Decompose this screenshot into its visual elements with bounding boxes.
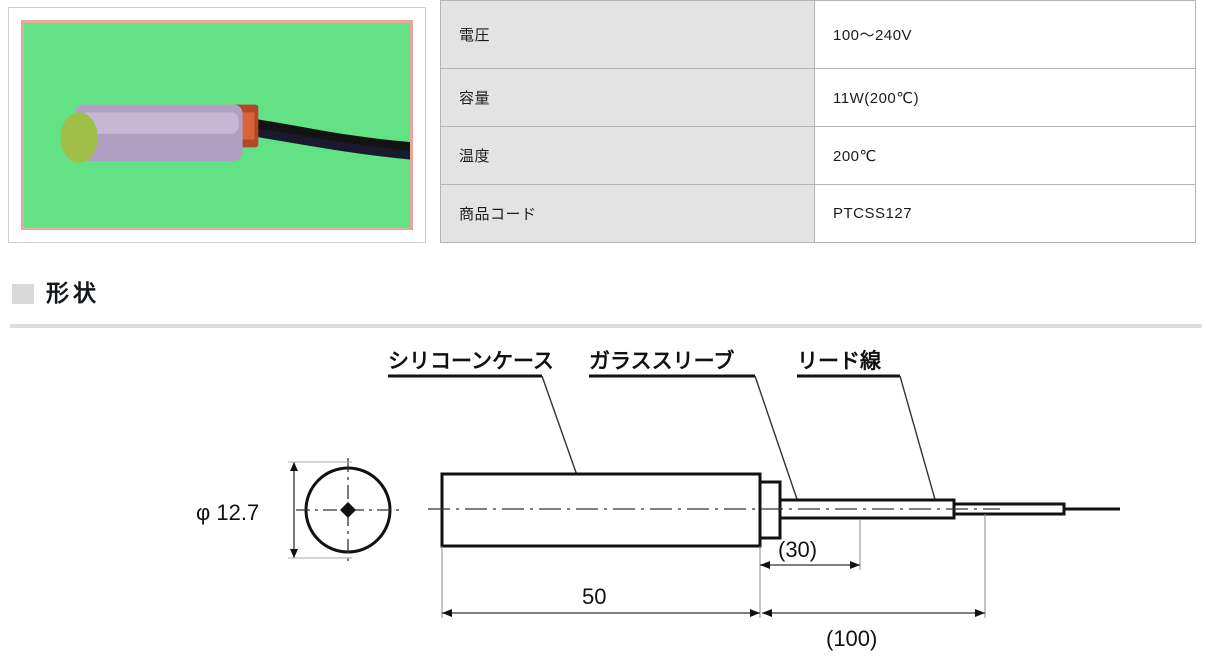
product-photo-illustration xyxy=(24,23,410,227)
photo-tip xyxy=(60,112,98,163)
photo-lead-wire-lower xyxy=(248,127,410,160)
spec-key-product-code: 商品コード xyxy=(440,184,815,243)
callout-label-glass-sleeve: ガラススリーブ xyxy=(589,349,734,373)
table-row: 電圧 100〜240V xyxy=(440,0,1196,69)
specification-table: 電圧 100〜240V 容量 11W(200℃) 温度 200℃ 商品コード P… xyxy=(440,0,1196,243)
diameter-arrow-bottom xyxy=(290,549,298,558)
dim-arrow-30-right xyxy=(850,561,860,569)
callout-label-silicone-case: シリコーンケース xyxy=(388,349,554,373)
technical-drawing: シリコーンケース ガラススリーブ リード線 φ 12.7 (30) xyxy=(196,349,1120,651)
case-flange xyxy=(758,480,782,540)
product-summary-section: 電圧 100〜240V 容量 11W(200℃) 温度 200℃ 商品コード P… xyxy=(0,0,1206,250)
product-photo xyxy=(21,20,413,230)
photo-body-highlight xyxy=(79,112,239,134)
dim-arrow-100-left xyxy=(762,609,772,617)
table-row: 商品コード PTCSS127 xyxy=(440,184,1196,243)
silicone-case-body xyxy=(440,472,762,548)
diameter-dimension-label: φ 12.7 xyxy=(196,500,259,525)
dim-arrow-50-left xyxy=(442,609,452,617)
cross-section-center-hole xyxy=(340,502,356,518)
table-row: 温度 200℃ xyxy=(440,126,1196,185)
dim-arrow-100-right xyxy=(975,609,985,617)
photo-collar-highlight xyxy=(238,112,255,140)
lead-wire-segment xyxy=(952,502,1066,516)
diameter-arrow-top xyxy=(290,462,298,471)
photo-lead-wire-upper xyxy=(247,118,410,153)
spec-key-voltage: 電圧 xyxy=(440,0,815,69)
square-marker-icon xyxy=(12,284,34,304)
leader-line-lead-wire xyxy=(899,375,939,511)
table-row: 容量 11W(200℃) xyxy=(440,68,1196,127)
spec-key-wattage: 容量 xyxy=(440,68,815,127)
spec-key-temperature: 温度 xyxy=(440,126,815,185)
dim-arrow-30-left xyxy=(760,561,770,569)
spec-value-temperature: 200℃ xyxy=(814,126,1196,185)
total-length-dimension-label: (100) xyxy=(826,626,877,651)
sleeve-length-dimension-label: (30) xyxy=(778,537,817,562)
callout-label-lead-wire: リード線 xyxy=(797,349,882,373)
shape-section-header: 形状 xyxy=(0,272,1206,318)
shape-section-title: 形状 xyxy=(46,280,100,307)
dim-arrow-50-right xyxy=(750,609,760,617)
leader-line-glass-sleeve xyxy=(754,375,801,509)
body-length-dimension-label: 50 xyxy=(582,584,606,609)
product-photo-frame xyxy=(8,7,426,243)
section-divider xyxy=(10,324,1202,328)
spec-value-voltage: 100〜240V xyxy=(814,0,1196,69)
shape-drawing-area: シリコーンケース ガラススリーブ リード線 φ 12.7 (30) xyxy=(0,330,1206,658)
spec-value-product-code: PTCSS127 xyxy=(814,184,1196,243)
spec-value-wattage: 11W(200℃) xyxy=(814,68,1196,127)
